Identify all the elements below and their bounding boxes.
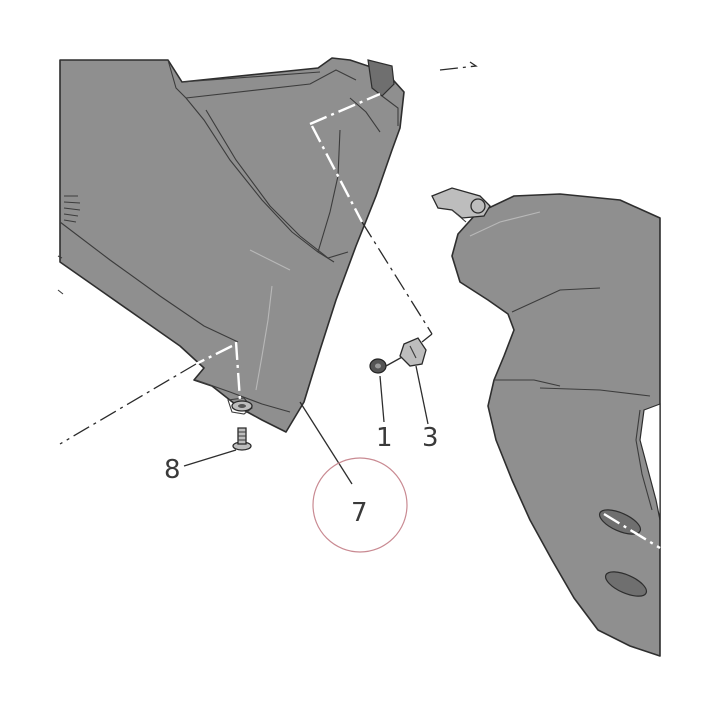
part-8-screw (231, 400, 253, 451)
leader-1 (379, 375, 385, 423)
part-1-grommet (369, 355, 405, 374)
callout-7: 7 (351, 498, 368, 528)
part-3-clip (399, 337, 427, 367)
callout-3: 3 (422, 423, 439, 453)
leader-7 (299, 401, 353, 485)
callout-8: 8 (164, 455, 181, 485)
leader-8 (183, 449, 237, 467)
callout-leaders (183, 365, 429, 485)
callout-1: 1 (376, 423, 393, 453)
assembly-guide-lines-left (59, 61, 478, 445)
leader-3 (415, 365, 429, 425)
callout-7-highlight-ring (312, 457, 408, 553)
left-side-panel (57, 57, 405, 433)
right-side-panel (431, 187, 661, 657)
